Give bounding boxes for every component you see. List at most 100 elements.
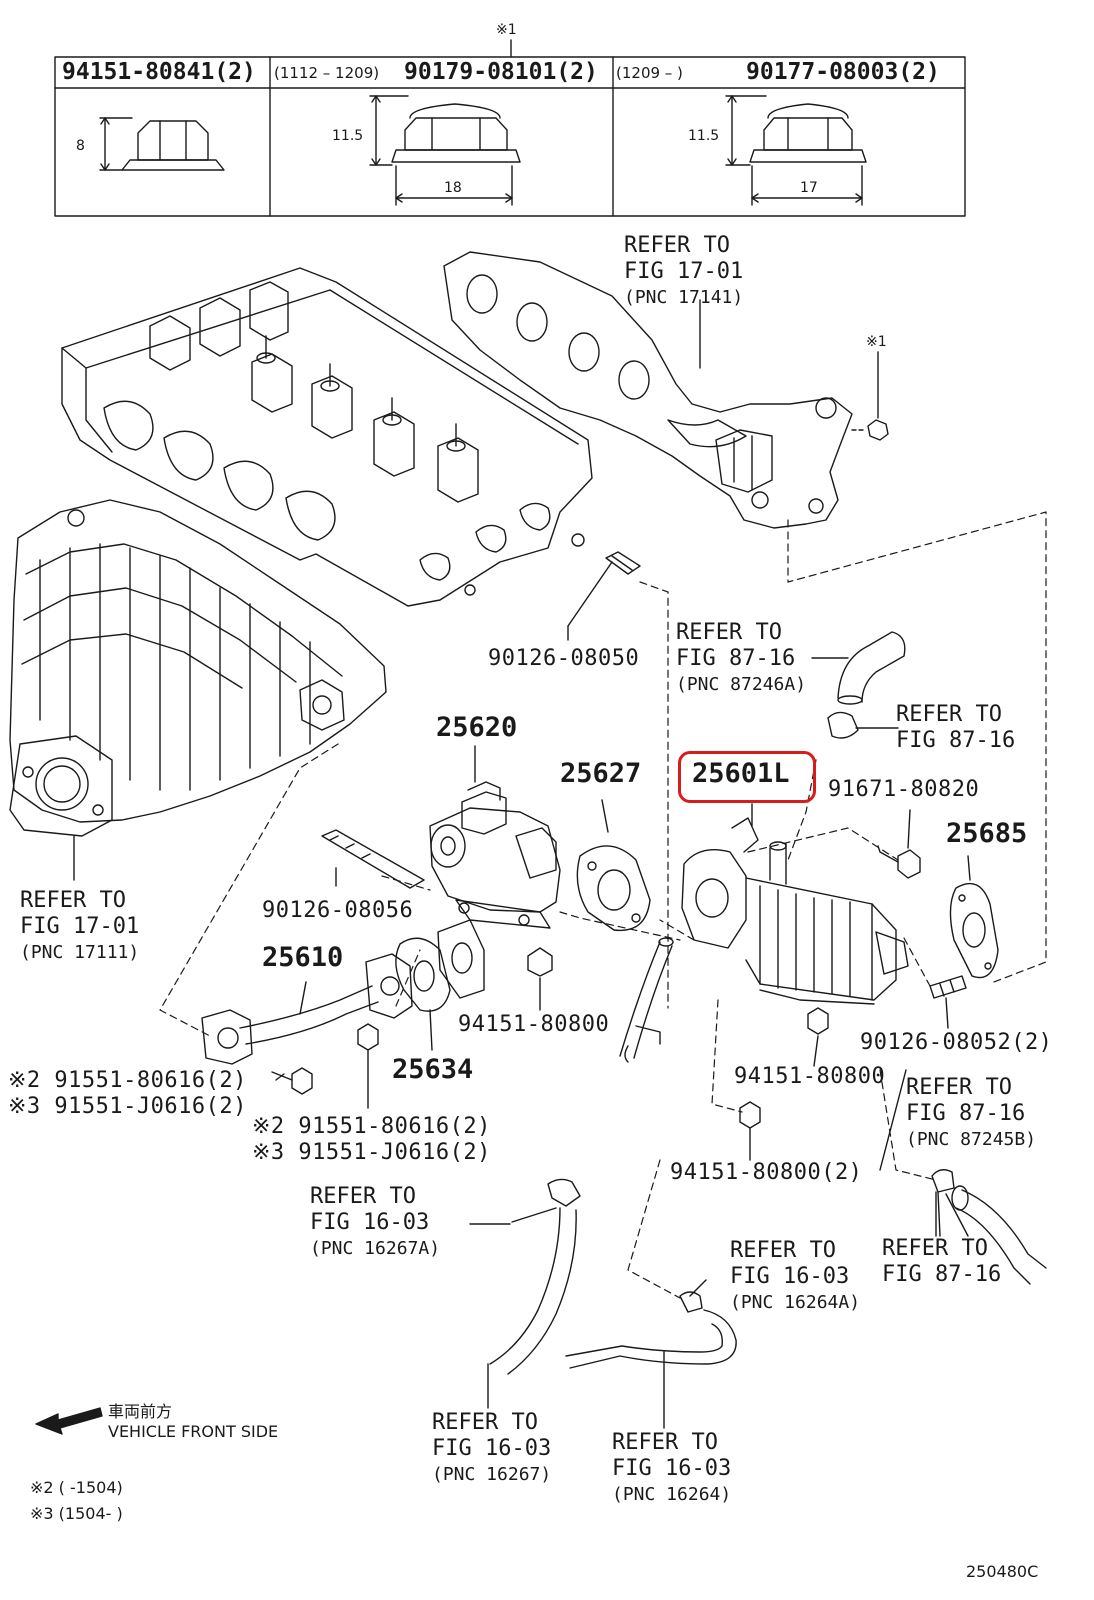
flange-nut-94151-80841-drawing xyxy=(99,117,225,171)
gasket-25634-label: 25634 xyxy=(392,1054,474,1085)
refer-line1: REFER TO xyxy=(730,1238,836,1263)
refer-pnc: (PNC 16267) xyxy=(432,1464,552,1485)
refer-exh-manifold: REFER TO FIG 17-01 (PNC 17141) xyxy=(624,233,743,311)
refer-line2: FIG 87-16 xyxy=(906,1101,1026,1126)
highlight-ring xyxy=(678,751,816,803)
refer-hose-16264: REFER TO FIG 16-03 (PNC 16264) xyxy=(612,1430,731,1508)
refer-line1: REFER TO xyxy=(432,1410,538,1435)
refer-line2: FIG 17-01 xyxy=(20,914,140,939)
bolt-center-drawing xyxy=(357,1023,379,1109)
refer-pnc: (PNC 87246A) xyxy=(676,674,807,695)
refer-line2: FIG 16-03 xyxy=(310,1210,430,1235)
refer-pnc: (PNC 17111) xyxy=(20,942,140,963)
refer-hose-87245b: REFER TO FIG 87-16 (PNC 87245B) xyxy=(906,1075,1036,1153)
cylinder-head-drawing xyxy=(61,267,593,607)
refer-hose-16264a: REFER TO FIG 16-03 (PNC 16264A) xyxy=(730,1238,860,1316)
dim-col1-height: 8 xyxy=(76,138,85,154)
refer-line2: FIG 87-16 xyxy=(676,646,796,671)
gasket-25685-drawing xyxy=(949,855,999,979)
dim-col3-height: 11.5 xyxy=(688,128,720,144)
refer-clamp-87-16: REFER TO FIG 87-16 xyxy=(896,702,1015,754)
hose-87245b-drawing xyxy=(931,1169,1047,1285)
hose-87246a-drawing xyxy=(827,631,906,739)
gasket-25627-label: 25627 xyxy=(560,758,642,789)
refer-line2: FIG 16-03 xyxy=(730,1264,850,1289)
nut-94151-lower-label: 94151-80800(2) xyxy=(670,1160,863,1185)
refer-line2: FIG 87-16 xyxy=(882,1262,1002,1287)
gasket-25627-drawing xyxy=(576,799,651,932)
nut-94151-lower-drawing xyxy=(739,1101,761,1161)
refer-hose-16267a: REFER TO FIG 16-03 (PNC 16267A) xyxy=(310,1184,440,1262)
refer-pnc: (PNC 16264) xyxy=(612,1484,732,1505)
refer-line1: REFER TO xyxy=(310,1184,416,1209)
refer-line1: REFER TO xyxy=(896,702,1002,727)
refer-hose-87246a: REFER TO FIG 87-16 (PNC 87246A) xyxy=(676,620,806,698)
egr-valve-drawing xyxy=(429,745,561,929)
nut-94151-mid-label: 94151-80800 xyxy=(458,1012,610,1037)
refer-pnc: (PNC 17141) xyxy=(624,287,744,308)
coolant-pipe-drawing xyxy=(619,937,674,1063)
bolt-center-label-a: ※2 91551-80616(2) xyxy=(252,1114,491,1139)
table-col2-part: 90179-08101(2) xyxy=(404,59,598,85)
figure-code: 250480C xyxy=(966,1562,1039,1581)
egr-cooler-label[interactable]: 25601L xyxy=(692,758,790,789)
dim-col3-width: 17 xyxy=(800,180,818,196)
refer-line1: REFER TO xyxy=(676,620,782,645)
refer-pnc: (PNC 87245B) xyxy=(906,1129,1037,1150)
table-col3-part: 90177-08003(2) xyxy=(746,59,940,85)
bolt-91671-drawing xyxy=(877,809,921,879)
refer-line2: FIG 16-03 xyxy=(432,1436,552,1461)
stud-90126-08056-label: 90126-08056 xyxy=(262,898,414,923)
gasket-25685-label: 25685 xyxy=(946,818,1028,849)
note3-range: ※3 (1504- ) xyxy=(30,1504,123,1523)
refer-pnc: (PNC 16264A) xyxy=(730,1292,861,1313)
exhaust-manifold-drawing xyxy=(443,251,853,529)
stud-90126-08052-drawing xyxy=(929,975,967,1029)
dashed-relation-lines xyxy=(159,511,1047,1299)
bolt-center-label-b: ※3 91551-J0616(2) xyxy=(252,1140,491,1165)
refer-line1: REFER TO xyxy=(20,888,126,913)
stud-90126-08056-drawing xyxy=(321,829,425,889)
table-col3-range: (1209 – ) xyxy=(616,64,683,82)
refer-intake-manifold: REFER TO FIG 17-01 (PNC 17111) xyxy=(20,888,139,966)
refer-clamp-right: REFER TO FIG 87-16 xyxy=(882,1236,1001,1288)
stud-90126-08052-label: 90126-08052(2) xyxy=(860,1030,1053,1055)
nut-94151-right-drawing xyxy=(807,1007,829,1067)
refer-line1: REFER TO xyxy=(906,1075,1012,1100)
bolt-left-label-b: ※3 91551-J0616(2) xyxy=(8,1094,247,1119)
nut-94151-right-label: 94151-80800 xyxy=(734,1064,886,1089)
note1-nut-label: ※1 xyxy=(866,334,887,350)
refer-line2: FIG 17-01 xyxy=(624,259,744,284)
refer-line1: REFER TO xyxy=(612,1430,718,1455)
refer-hose-16267: REFER TO FIG 16-03 (PNC 16267) xyxy=(432,1410,551,1488)
stud-90126-08050-label: 90126-08050 xyxy=(488,646,640,671)
table-col1-part: 94151-80841(2) xyxy=(62,59,256,85)
refer-line1: REFER TO xyxy=(624,233,730,258)
front-side-jp: 車両前方 xyxy=(108,1402,173,1421)
bolt-91671-label: 91671-80820 xyxy=(828,777,980,802)
front-side-en: VEHICLE FRONT SIDE xyxy=(108,1422,279,1441)
nut-94151-mid-drawing xyxy=(527,947,553,1011)
front-arrow-icon xyxy=(35,1407,103,1435)
table-note-mark: ※1 xyxy=(496,22,517,38)
bolt-left-drawing xyxy=(271,1067,313,1095)
flange-nut-90177-08003-drawing xyxy=(725,95,867,206)
pipe-25610-label: 25610 xyxy=(262,942,344,973)
bolt-left-label-a: ※2 91551-80616(2) xyxy=(8,1068,247,1093)
note2-range: ※2 ( -1504) xyxy=(30,1478,123,1497)
dim-col2-width: 18 xyxy=(444,180,462,196)
note1-nut-drawing xyxy=(851,351,889,441)
hose-16267a-drawing xyxy=(489,1178,581,1375)
stud-90126-08050-drawing xyxy=(567,551,641,641)
refer-line2: FIG 16-03 xyxy=(612,1456,732,1481)
refer-line1: REFER TO xyxy=(882,1236,988,1261)
refer-pnc: (PNC 16267A) xyxy=(310,1238,441,1259)
pipe-25610-drawing xyxy=(201,953,413,1065)
hose-16264a-drawing xyxy=(565,1279,737,1369)
fastener-table-grid xyxy=(54,39,966,217)
leader-87245b xyxy=(879,1069,907,1171)
intake-manifold-drawing xyxy=(9,499,387,837)
egr-valve-label: 25620 xyxy=(436,712,518,743)
